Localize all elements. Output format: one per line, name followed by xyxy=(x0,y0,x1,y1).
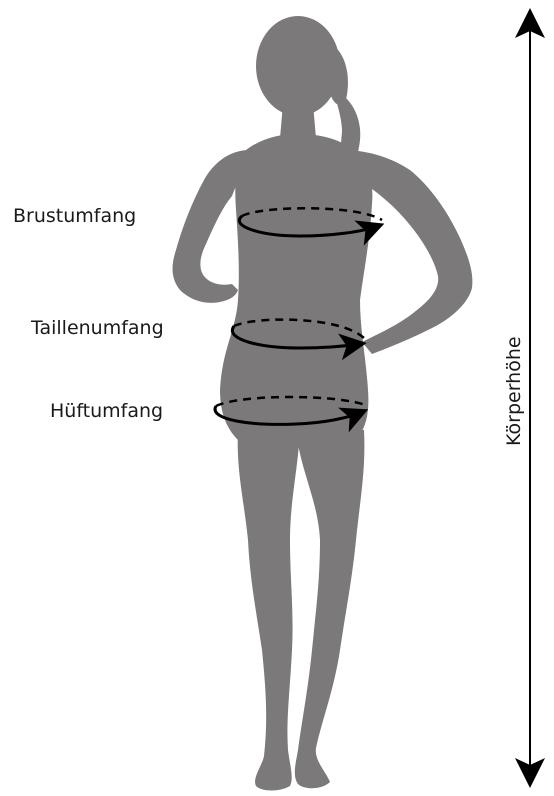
hip-label: Hüftumfang xyxy=(50,400,163,422)
chest-label: Brustumfang xyxy=(13,205,136,227)
child-silhouette-icon xyxy=(173,16,473,791)
height-label: Körperhöhe xyxy=(503,336,525,446)
waist-label: Taillenumfang xyxy=(30,317,164,339)
